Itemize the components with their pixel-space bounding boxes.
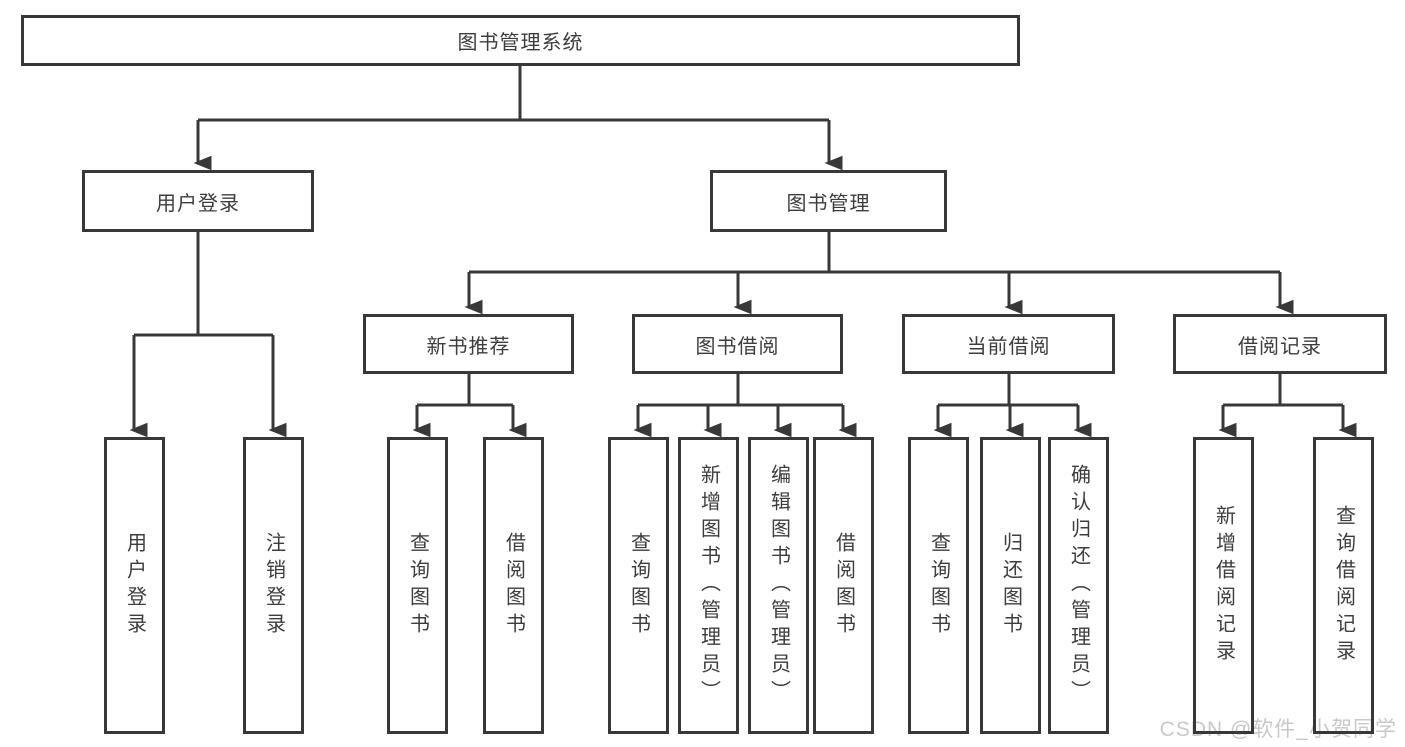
leaf-add-book-admin: 新增图书（管理员） [678, 437, 739, 734]
leaf-borrow-books-recommend: 借阅图书 [483, 437, 544, 734]
leaf-query-borrow-record: 查询借阅记录 [1313, 437, 1374, 734]
node-current-borrowing: 当前借阅 [902, 314, 1115, 374]
node-user-login-branch: 用户登录 [82, 170, 314, 232]
leaf-borrow-books: 借阅图书 [813, 437, 874, 734]
node-new-book-recommend: 新书推荐 [363, 314, 574, 374]
node-book-borrowing: 图书借阅 [632, 314, 843, 374]
leaf-confirm-return-admin: 确认归还（管理员） [1048, 437, 1109, 734]
leaf-query-books-current: 查询图书 [908, 437, 969, 734]
leaf-query-books-borrowing: 查询图书 [608, 437, 669, 734]
leaf-add-borrow-record: 新增借阅记录 [1193, 437, 1254, 734]
leaf-query-books-recommend: 查询图书 [387, 437, 448, 734]
node-book-management-branch: 图书管理 [710, 170, 947, 232]
node-borrowing-records: 借阅记录 [1173, 314, 1387, 374]
leaf-user-login: 用户登录 [104, 437, 165, 734]
leaf-return-books: 归还图书 [980, 437, 1041, 734]
node-library-management-system: 图书管理系统 [21, 15, 1020, 66]
leaf-logout: 注销登录 [243, 437, 304, 734]
leaf-edit-book-admin: 编辑图书（管理员） [748, 437, 809, 734]
